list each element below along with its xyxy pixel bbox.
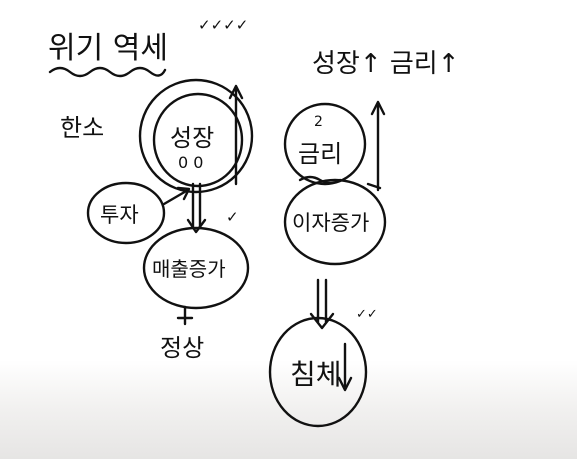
right-up-line-tick [366,182,382,190]
title-text: 위기 역세 [48,31,168,66]
right-top-circle [283,102,367,186]
right-connector-arrowhead [309,312,335,330]
title-underline [48,66,167,78]
right-bottom-circle-text: 침체 [290,358,342,391]
side-to-top-arrowhead [176,186,191,201]
right-top-circle-note: 2 [314,114,323,130]
right-top-circle-text: 금리 [298,140,342,168]
left-check-mark: ✓ [226,208,239,226]
left-middle-circle-text: 매출증가 [152,257,226,281]
left-side-label: 한소 [60,114,104,142]
right-bottom-circle [268,316,368,428]
left-side-circle-text: 투자 [100,203,139,227]
left-up-arrowhead [228,84,244,100]
left-top-circle-face: 0 0 [178,153,203,172]
right-check-marks: ✓✓ [356,307,378,322]
left-top-circle-outer [138,78,254,194]
right-header: 성장↑ 금리↑ [312,49,460,79]
right-bottom-down-arrowhead [337,376,353,392]
right-middle-circle-text: 이자증가 [292,211,369,235]
left-bottom-label: 정상 [160,334,204,362]
left-connector-arrowhead [186,218,207,234]
left-middle-circle [142,226,250,310]
right-up-arrowhead [370,100,386,116]
side-to-top-arrow-line [162,188,190,206]
left-side-circle [86,181,166,245]
title-check-marks: ✓✓✓✓ [198,16,248,34]
right-top-circle-squiggle [298,175,342,185]
left-top-circle-inner [152,92,244,188]
right-middle-circle [283,178,387,266]
left-top-circle-text: 성장 [170,124,214,152]
